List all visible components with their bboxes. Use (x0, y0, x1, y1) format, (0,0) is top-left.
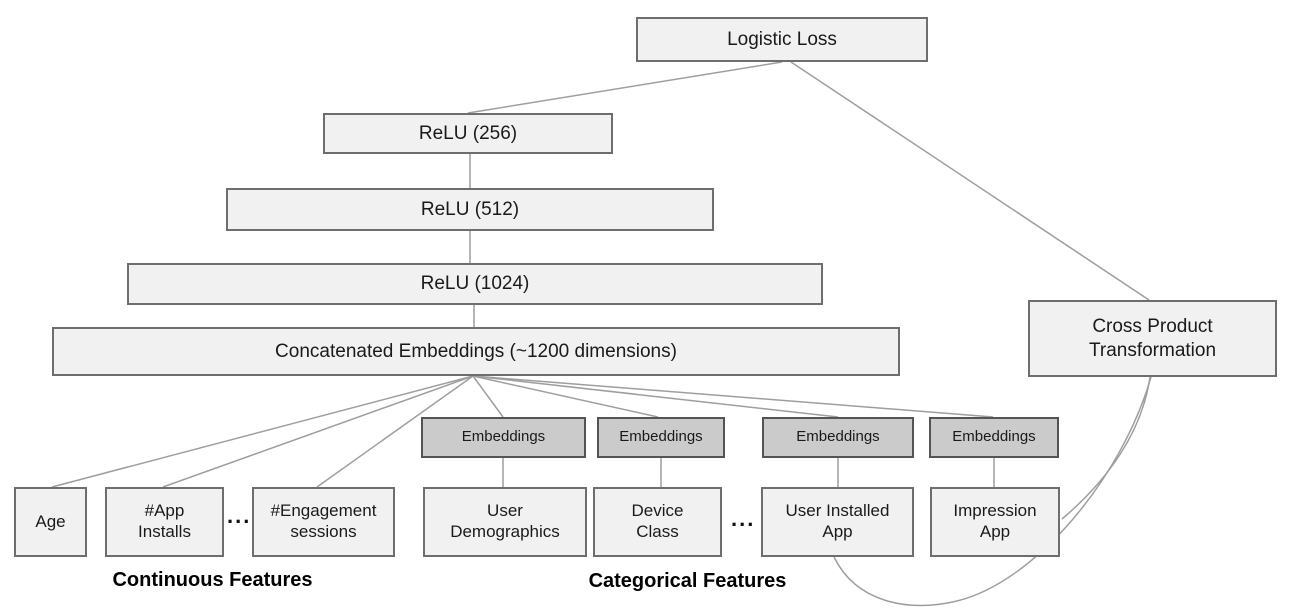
embeddings-node-user-installed-app: Embeddings (762, 417, 914, 458)
edge-crossproduct-to-user-installed-app (833, 376, 1152, 607)
engagement-sessions-input-node: #Engagement sessions (252, 487, 395, 557)
embeddings-node-device-class: Embeddings (597, 417, 725, 458)
cross-product-transformation-node: Cross Product Transformation (1028, 300, 1277, 377)
relu-1024-node: ReLU (1024) (127, 263, 823, 305)
edge-crossproduct-to-impression-app (1061, 376, 1151, 520)
edge-logistic-to-relu256 (467, 61, 783, 114)
edge-concat-to-embeddings-2 (472, 375, 659, 418)
app-installs-input-node: #App Installs (105, 487, 224, 557)
logistic-loss-node: Logistic Loss (636, 17, 928, 62)
user-demographics-input-node: User Demographics (423, 487, 587, 557)
categorical-ellipsis: ... (731, 506, 756, 531)
embeddings-node-user-demographics: Embeddings (421, 417, 586, 458)
edge-concat-to-age (51, 375, 474, 488)
edge-concat-to-engagement (316, 375, 474, 488)
edge-concat-to-embeddings-3 (472, 375, 839, 418)
edge-concat-to-embeddings-1 (472, 375, 504, 418)
impression-app-input-node: Impression App (930, 487, 1060, 557)
user-installed-app-input-node: User Installed App (761, 487, 914, 557)
device-class-input-node: Device Class (593, 487, 722, 557)
relu-512-node: ReLU (512) (226, 188, 714, 231)
edge-logistic-to-crossproduct (790, 61, 1150, 301)
continuous-ellipsis: ... (227, 503, 252, 528)
categorical-features-label: Categorical Features (588, 570, 787, 592)
embeddings-node-impression-app: Embeddings (929, 417, 1059, 458)
continuous-features-label: Continuous Features (112, 569, 313, 591)
edge-concat-to-embeddings-4 (472, 375, 994, 418)
relu-256-node: ReLU (256) (323, 113, 613, 154)
edge-concat-to-app-installs (162, 375, 474, 488)
age-input-node: Age (14, 487, 87, 557)
concatenated-embeddings-node: Concatenated Embeddings (~1200 dimension… (52, 327, 900, 376)
